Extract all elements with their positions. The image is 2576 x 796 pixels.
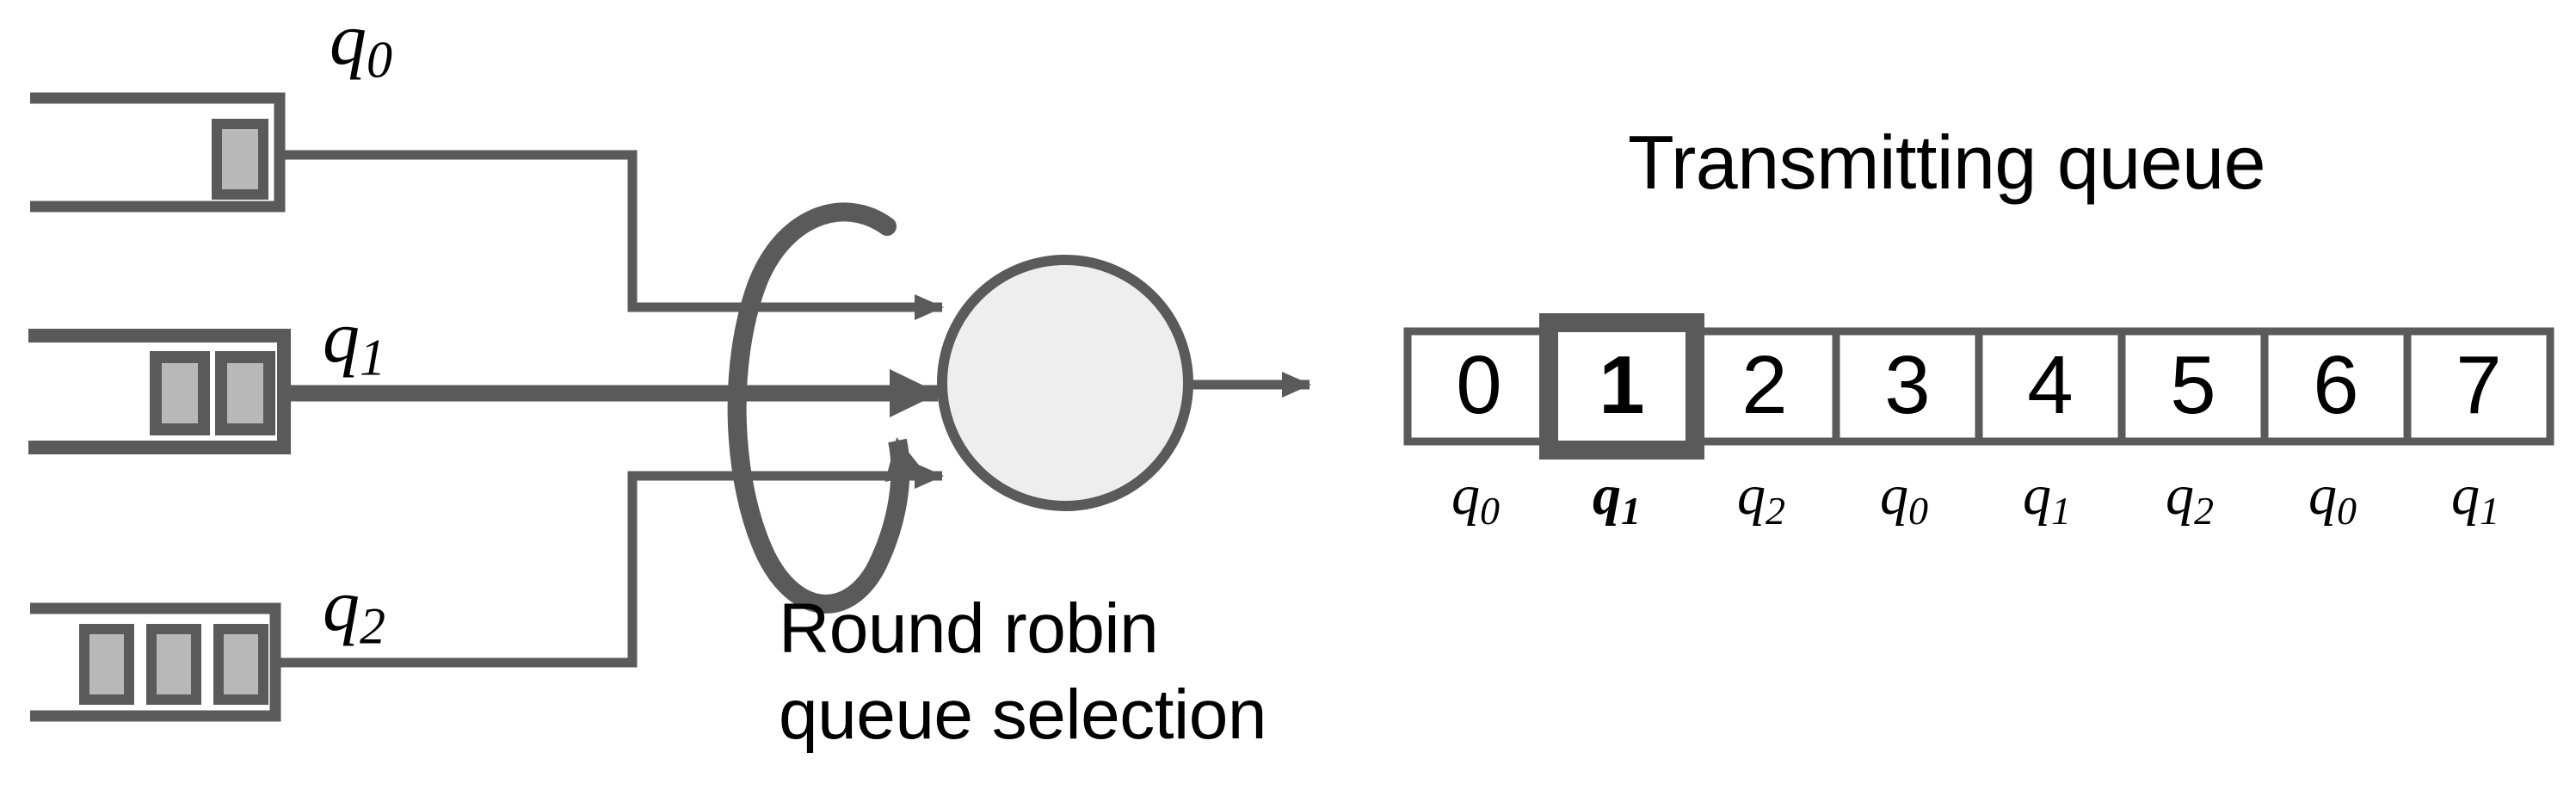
queue-cell-source-5: q2: [2166, 464, 2214, 533]
connector-q0-to-scheduler: [284, 150, 944, 320]
queue-cell-number-1: 1: [1599, 339, 1645, 431]
queue-label-q0: q0: [330, 0, 392, 89]
queue-cell-number-6: 6: [2313, 339, 2359, 431]
queue-cell-number-0: 0: [1456, 339, 1502, 431]
queue-box-q0: [30, 92, 286, 213]
scheduler-caption-line1: Round robin: [779, 589, 1159, 668]
queue-box-q1: [28, 329, 291, 454]
queue-cell-1-highlight[interactable]: [1539, 313, 1704, 460]
queue-cell-number-7: 7: [2456, 339, 2502, 431]
packet-q2-2: [146, 624, 201, 705]
transmitting-queue-title: Transmitting queue: [1628, 120, 2266, 205]
queue-cell-source-1: q1: [1593, 464, 1641, 533]
queue-cell-6[interactable]: [2260, 327, 2412, 446]
packet-q1-1: [150, 351, 210, 435]
round-robin-rotation-arrow: [727, 202, 926, 614]
queue-cell-number-3: 3: [1884, 339, 1931, 431]
queue-cell-number-2: 2: [1741, 339, 1788, 431]
queue-cell-4[interactable]: [1975, 327, 2126, 446]
packet-q0-1: [212, 119, 268, 200]
queue-cell-number-4: 4: [2027, 339, 2074, 431]
queue-cell-source-0: q0: [1451, 464, 1500, 533]
queue-cell-2[interactable]: [1689, 327, 1840, 446]
queue-cell-7[interactable]: [2403, 327, 2554, 446]
transmitting-queue-cells: [1403, 313, 2554, 460]
queue-box-q2: [30, 602, 281, 722]
queue-cell-0[interactable]: [1403, 327, 1555, 446]
connector-q2-to-scheduler: [280, 463, 944, 668]
transmitter-node: [937, 255, 1193, 511]
queue-cell-source-3: q0: [1880, 464, 1928, 533]
queue-cell-3[interactable]: [1832, 327, 1983, 446]
queue-label-q2: q2: [323, 564, 385, 655]
queue-cell-source-7: q1: [2451, 464, 2499, 533]
packet-q2-3: [213, 624, 268, 705]
queue-cell-source-2: q2: [1737, 464, 1785, 533]
scheduler-caption-line2: queue selection: [779, 676, 1266, 754]
queue-label-q1: q1: [323, 295, 385, 386]
packet-q1-2: [215, 351, 275, 435]
queue-cell-source-4: q1: [2023, 464, 2071, 533]
packet-q2-1: [79, 624, 134, 705]
queue-cell-number-5: 5: [2170, 339, 2216, 431]
queue-cell-source-6: q0: [2308, 464, 2357, 533]
